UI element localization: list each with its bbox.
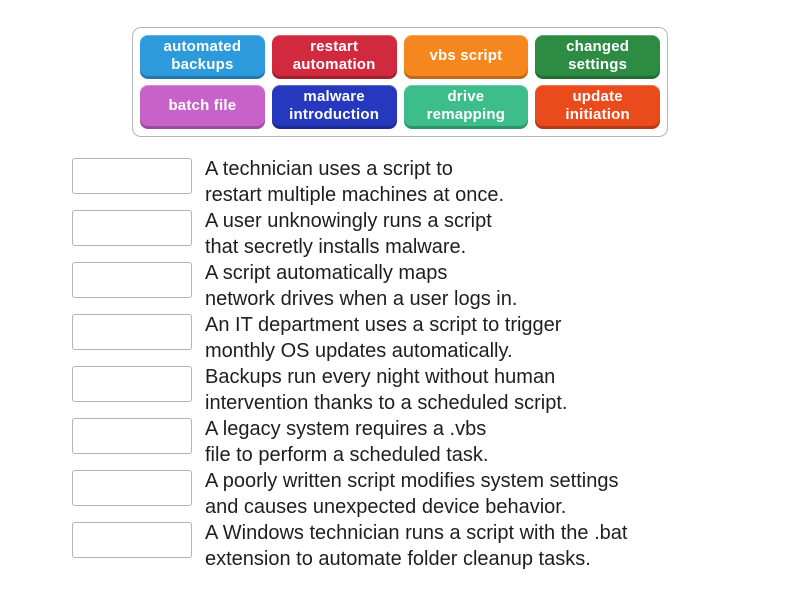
answer-drop-zone[interactable] [72,314,192,350]
answer-drop-zone[interactable] [72,158,192,194]
clue-line: extension to automate folder cleanup tas… [205,548,591,570]
answer-drop-zone[interactable] [72,418,192,454]
answer-drop-zone[interactable] [72,366,192,402]
answer-tile-vbs-script[interactable]: vbs script [403,35,529,79]
clue-line: that secretly installs malware. [205,236,467,258]
answer-drop-zone[interactable] [72,522,192,558]
match-item: A Windows technician runs a script with … [72,520,627,572]
match-item: A user unknowingly runs a script that se… [72,208,627,260]
clue-text: A poorly written script modifies system … [205,468,618,520]
answer-tile-malware-introduction[interactable]: malware introduction [271,85,397,129]
clue-line: file to perform a scheduled task. [205,444,489,466]
clue-line: An IT department uses a script to trigge… [205,314,562,336]
clue-line: A technician uses a script to [205,158,453,180]
clue-text: A legacy system requires a .vbs file to … [205,416,488,468]
answer-drop-zone[interactable] [72,210,192,246]
clue-text: A script automatically maps network driv… [205,260,517,312]
answer-tile-changed-settings[interactable]: changed settings [535,35,660,79]
clue-line: monthly OS updates automatically. [205,340,513,362]
clue-text: A user unknowingly runs a script that se… [205,208,492,260]
clue-line: intervention thanks to a scheduled scrip… [205,392,568,414]
clue-line: and causes unexpected device behavior. [205,496,567,518]
clue-text: A technician uses a script to restart mu… [205,156,504,208]
answer-tile-automated-backups[interactable]: automated backups [140,35,265,79]
clue-text: Backups run every night without human in… [205,364,567,416]
answer-tile-update-initiation[interactable]: update initiation [535,85,660,129]
clue-line: A legacy system requires a .vbs [205,418,487,440]
clue-line: A poorly written script modifies system … [205,470,619,492]
answer-tile-drive-remapping[interactable]: drive remapping [403,85,529,129]
clue-text: A Windows technician runs a script with … [205,520,627,572]
clue-line: restart multiple machines at once. [205,184,505,206]
answer-drop-zone[interactable] [72,262,192,298]
answer-tile-restart-automation[interactable]: restart automation [271,35,397,79]
clue-text: An IT department uses a script to trigge… [205,312,561,364]
clue-line: A Windows technician runs a script with … [205,522,628,544]
match-item: A technician uses a script to restart mu… [72,156,627,208]
question-list: A technician uses a script to restart mu… [72,156,627,572]
clue-line: network drives when a user logs in. [205,288,518,310]
match-item: A script automatically maps network driv… [72,260,627,312]
clue-line: A user unknowingly runs a script [205,210,492,232]
match-item: A legacy system requires a .vbs file to … [72,416,627,468]
match-item: Backups run every night without human in… [72,364,627,416]
word-bank-panel: automated backups restart automation vbs… [132,27,668,137]
clue-line: A script automatically maps [205,262,448,284]
answer-drop-zone[interactable] [72,470,192,506]
match-item: An IT department uses a script to trigge… [72,312,627,364]
match-item: A poorly written script modifies system … [72,468,627,520]
answer-tile-batch-file[interactable]: batch file [140,85,265,129]
clue-line: Backups run every night without human [205,366,556,388]
